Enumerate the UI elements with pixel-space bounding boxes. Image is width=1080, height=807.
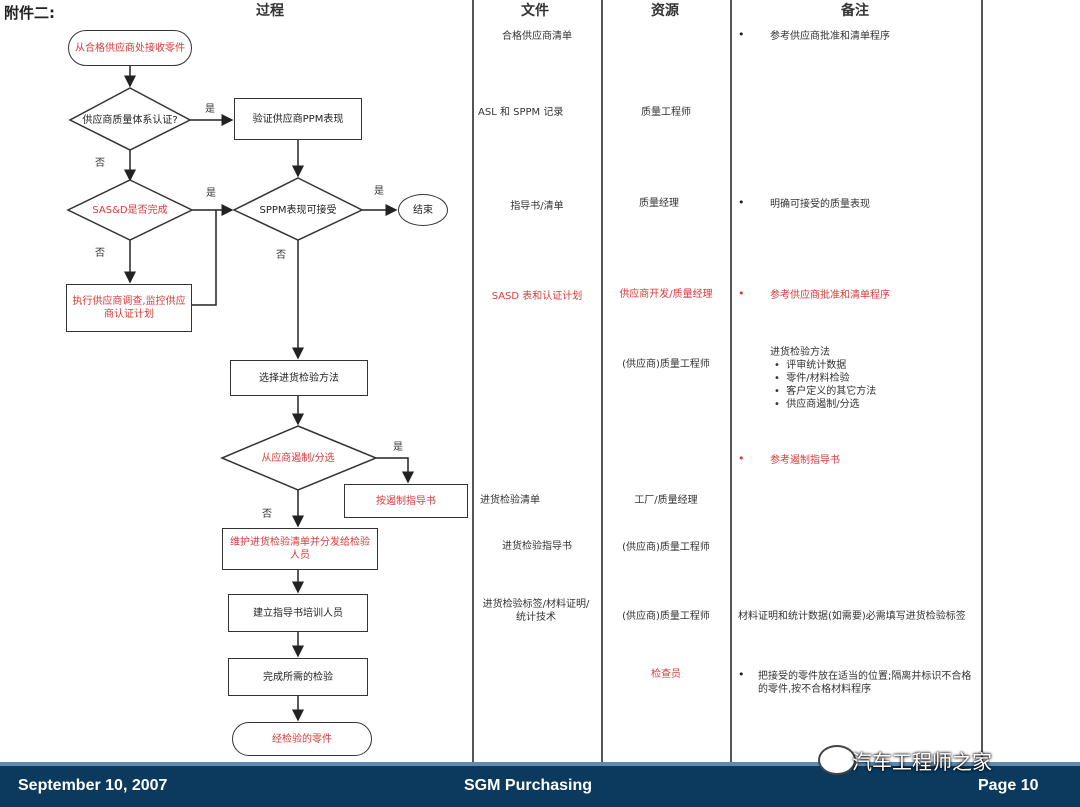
flow-decision-sppm-text: SPPM表现可接受 <box>259 204 337 216</box>
list-item: • 客户定义的其它方法 <box>774 386 877 397</box>
list-item: • 评审统计数据 <box>774 360 847 371</box>
resource-3: 供应商开发/质量经理 <box>619 289 713 300</box>
footer-bar <box>0 762 1080 807</box>
column-divider-2 <box>601 0 603 762</box>
doc-5: 进货检验清单 <box>480 495 540 506</box>
resource-2: 质量经理 <box>639 198 679 209</box>
footer-date: September 10, 2007 <box>18 777 168 794</box>
flow-d1-yes: 是 <box>205 104 215 115</box>
header-notes: 备注 <box>841 3 869 19</box>
decision-diamond-qs <box>68 87 192 151</box>
note-bullet: • <box>738 452 745 465</box>
flow-inspected-parts: 经检验的零件 <box>232 722 372 756</box>
flow-decision-containment-text: 从应商遏制/分选 <box>261 452 335 464</box>
resource-8: 检查员 <box>651 669 681 680</box>
doc-6: 进货检验指导书 <box>502 541 572 552</box>
doc-4: SASD 表和认证计划 <box>491 291 583 302</box>
decision-diamond-sasd <box>66 179 194 241</box>
watermark-text: 汽车工程师之家 <box>852 750 992 774</box>
note-5: 参考遏制指导书 <box>770 455 840 466</box>
doc-2: ASL 和 SPPM 记录 <box>478 107 564 118</box>
note-3: 参考供应商批准和清单程序 <box>770 290 890 301</box>
column-divider-1 <box>472 0 474 762</box>
note-1: 参考供应商批准和清单程序 <box>770 31 890 42</box>
flow-d1-no: 否 <box>95 158 105 169</box>
header-resources: 资源 <box>651 3 679 19</box>
flow-decision-sasd-text: SAS&D是否完成 <box>92 204 168 216</box>
header-process: 过程 <box>256 3 284 19</box>
flow-d2-yes: 是 <box>206 188 216 199</box>
flow-survey: 执行供应商调查,监控供应商认证计划 <box>66 284 192 332</box>
note-7: 把接受的零件放在适当的位置;隔离并标识不合格的零件,按不合格材料程序 <box>758 671 972 695</box>
flow-d4-no: 否 <box>262 509 272 520</box>
resource-4: (供应商)质量工程师 <box>622 359 710 370</box>
footer-band <box>0 762 1080 766</box>
flow-containment-guide: 按遏制指导书 <box>344 484 468 518</box>
note-bullet: • <box>738 28 745 41</box>
connector <box>376 457 414 484</box>
note-6: 材料证明和统计数据(如需要)必需填写进货检验标签 <box>738 611 966 622</box>
attachment-label: 附件二: <box>4 4 55 22</box>
resource-6: (供应商)质量工程师 <box>622 542 710 553</box>
list-item: • 零件/材料检验 <box>774 373 850 384</box>
decision-diamond-containment <box>220 425 378 491</box>
footer-page: Page 10 <box>978 777 1039 794</box>
flow-d2-no: 否 <box>95 248 105 259</box>
resource-5: 工厂/质量经理 <box>634 495 698 506</box>
flow-d3-no: 否 <box>276 250 286 261</box>
note-4-list: • 评审统计数据 • 零件/材料检验 • 客户定义的其它方法 • 供应商遏制/分… <box>774 359 974 411</box>
column-divider-4 <box>981 0 983 762</box>
flow-verify-ppm: 验证供应商PPM表现 <box>234 98 362 140</box>
doc-1: 合格供应商清单 <box>502 31 572 42</box>
flow-d4-yes: 是 <box>393 442 403 453</box>
note-bullet: • <box>738 196 745 209</box>
flowchart-connectors <box>66 66 414 722</box>
resource-7: (供应商)质量工程师 <box>622 611 710 622</box>
resource-1: 质量工程师 <box>641 107 691 118</box>
flow-select-method: 选择进货检验方法 <box>230 360 368 396</box>
flow-maintain-list: 维护进货检验清单并分发给检验人员 <box>222 528 378 570</box>
column-divider-3 <box>730 0 732 762</box>
doc-7: 进货检验标签/材料证明/统计技术 <box>482 599 590 623</box>
wechat-icon <box>818 745 856 775</box>
note-2: 明确可接受的质量表现 <box>770 199 870 210</box>
note-bullet: • <box>738 668 745 681</box>
note-bullet: • <box>738 287 745 300</box>
flow-decision-qs-text: 供应商质量体系认证? <box>82 114 178 126</box>
connector <box>192 210 217 306</box>
list-item: • 供应商遏制/分选 <box>774 399 860 410</box>
flow-d3-yes: 是 <box>374 186 384 197</box>
footer-title: SGM Purchasing <box>464 777 593 794</box>
flow-complete-inspection: 完成所需的检验 <box>228 658 368 696</box>
decision-diamond-sppm <box>232 177 364 241</box>
flow-start: 从合格供应商处接收零件 <box>68 30 192 66</box>
flow-end: 结束 <box>398 194 448 226</box>
header-documents: 文件 <box>521 3 549 19</box>
note-4-title: 进货检验方法 <box>770 347 830 358</box>
flow-build-guide: 建立指导书培训人员 <box>228 594 368 632</box>
doc-3: 指导书/清单 <box>510 201 564 212</box>
